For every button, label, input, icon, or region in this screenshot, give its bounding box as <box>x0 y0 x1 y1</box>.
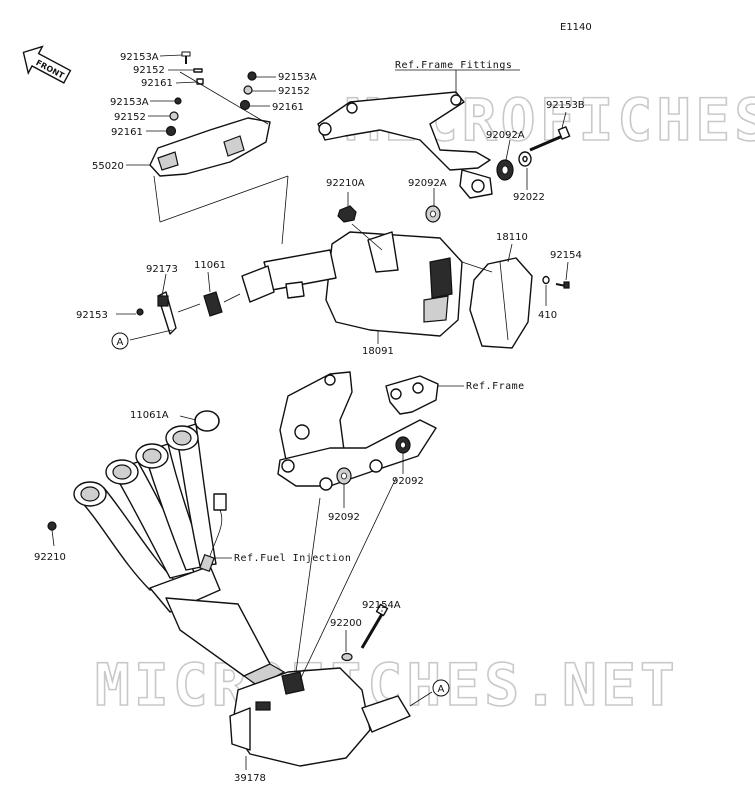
part-label-92153A: 92153A <box>120 52 159 63</box>
frame-bracket-part <box>277 371 439 491</box>
front-arrow-icon: FRONT <box>22 45 72 84</box>
bolt-icon <box>181 51 191 64</box>
part-label-92210A: 92210A <box>326 178 365 189</box>
nut-icon <box>337 205 357 223</box>
spacer-icon <box>165 125 177 137</box>
part-label-92153B: 92153B <box>546 100 585 111</box>
bolt-icon <box>247 71 257 81</box>
part-label-410: 410 <box>538 310 557 321</box>
part-label-92154: 92154 <box>550 250 582 261</box>
part-label-92153: 92153 <box>76 310 108 321</box>
connecting-pipe-part <box>241 249 337 303</box>
part-label-92092: 92092 <box>392 476 424 487</box>
part-label-92152: 92152 <box>114 112 146 123</box>
bushing-icon <box>496 159 514 181</box>
part-label-39178: 39178 <box>234 773 266 784</box>
frame-fitting-part <box>317 69 520 199</box>
part-label-92092A: 92092A <box>486 130 525 141</box>
washer-icon <box>193 68 203 73</box>
bushing-icon <box>336 467 352 485</box>
part-label-92200: 92200 <box>330 618 362 629</box>
part-label-92161: 92161 <box>272 102 304 113</box>
gasket-part <box>203 291 223 317</box>
spacer-icon <box>196 78 204 85</box>
washer-icon <box>243 85 253 95</box>
bushing-icon <box>395 436 411 454</box>
silencer-body-part[interactable] <box>325 231 463 337</box>
washer-icon <box>518 151 532 167</box>
gasket-ring-icon <box>194 410 220 432</box>
part-label-92173: 92173 <box>146 264 178 275</box>
marker-a-bottom: A <box>438 684 445 695</box>
clamp-part <box>157 291 177 335</box>
washer-icon <box>169 111 179 121</box>
part-label-11061: 11061 <box>194 260 226 271</box>
part-label-92154A: 92154A <box>362 600 401 611</box>
part-label-92092: 92092 <box>328 512 360 523</box>
bolt-icon <box>174 97 182 105</box>
bolt-icon <box>555 281 570 289</box>
part-label-92210: 92210 <box>34 552 66 563</box>
ref-fuel-injection: Ref.Fuel Injection <box>234 553 351 564</box>
part-label-92092A: 92092A <box>408 178 447 189</box>
part-label-92161: 92161 <box>111 127 143 138</box>
part-label-18110: 18110 <box>496 232 528 243</box>
muffler-part[interactable] <box>229 667 411 767</box>
ref-frame: Ref.Frame <box>466 381 525 392</box>
marker-a-top: A <box>117 337 124 348</box>
bolt-icon <box>136 308 144 316</box>
heat-shield-part[interactable] <box>126 117 271 177</box>
part-label-92153A: 92153A <box>110 97 149 108</box>
silencer-cover-part[interactable] <box>469 257 533 349</box>
nut-icon <box>47 521 57 531</box>
part-label-92153A: 92153A <box>278 72 317 83</box>
part-label-55020: 55020 <box>92 161 124 172</box>
bolt-icon <box>529 126 571 152</box>
ref-frame-fittings: Ref.Frame Fittings <box>395 60 512 71</box>
exhaust-header-part[interactable] <box>73 423 286 687</box>
bolt-icon <box>360 603 389 649</box>
washer-icon <box>542 275 550 285</box>
bushing-icon <box>425 205 441 223</box>
oxygen-sensor-part <box>199 493 227 573</box>
washer-icon <box>341 652 353 662</box>
part-label-92161: 92161 <box>141 78 173 89</box>
diagram-code: E1140 <box>560 22 592 33</box>
part-label-92152: 92152 <box>278 86 310 97</box>
part-label-92022: 92022 <box>513 192 545 203</box>
part-label-92152: 92152 <box>133 65 165 76</box>
part-label-18091: 18091 <box>362 346 394 357</box>
spacer-icon <box>239 99 251 111</box>
part-label-11061A: 11061A <box>130 410 169 421</box>
